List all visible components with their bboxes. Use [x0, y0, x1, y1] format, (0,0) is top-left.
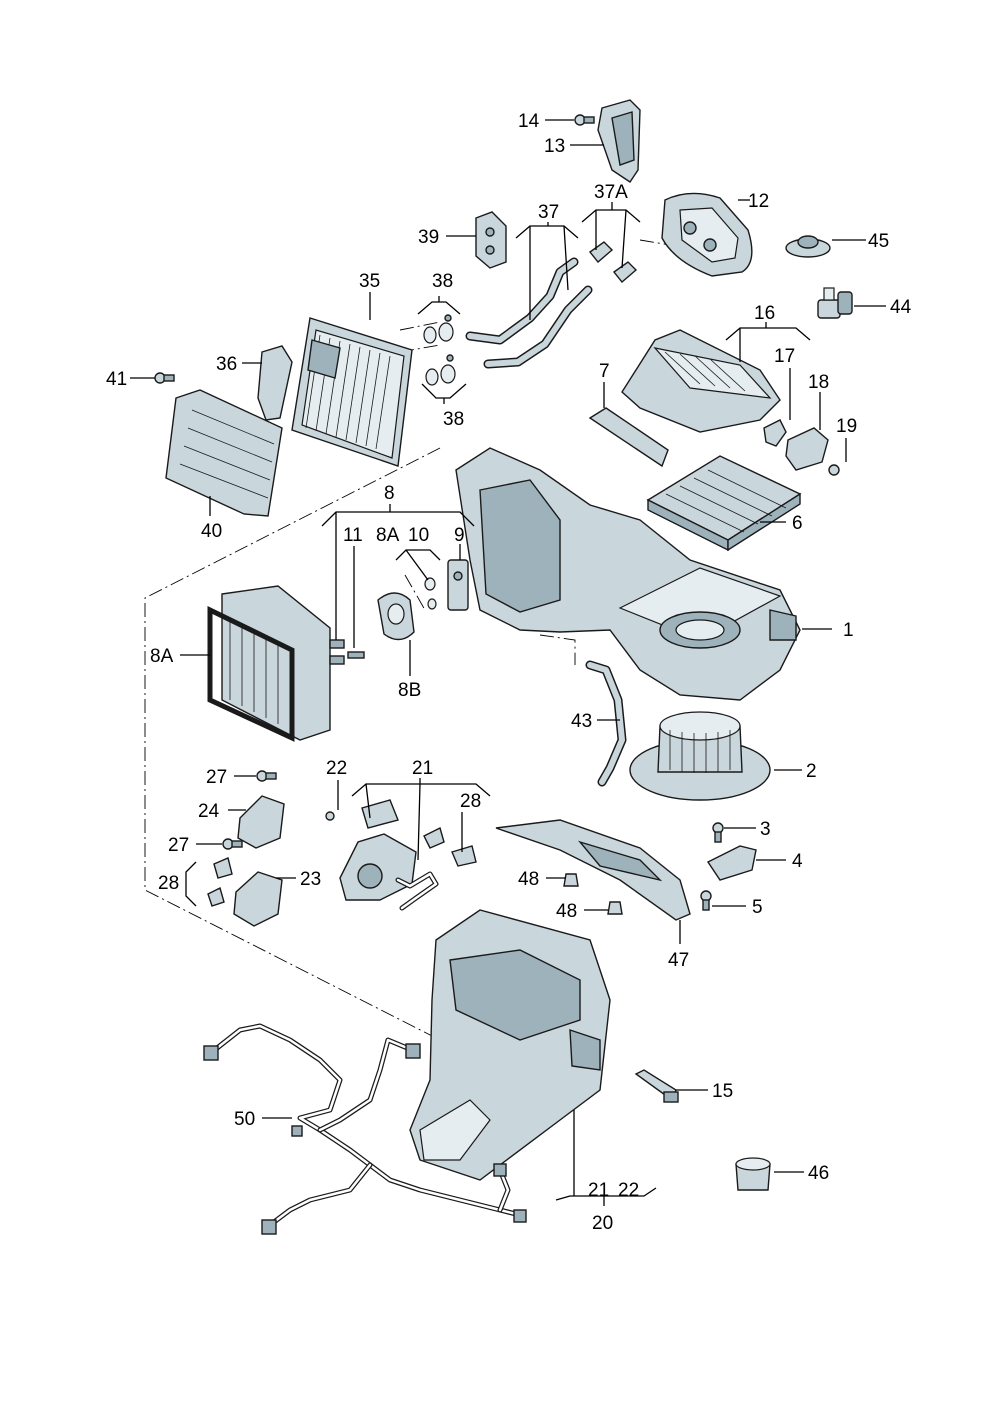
part-16-housing	[621, 329, 781, 433]
part-13-bracket	[597, 99, 641, 183]
label-22-bottom: 22	[618, 1180, 639, 1201]
part-10-orings	[424, 577, 437, 610]
label-1: 1	[843, 620, 854, 641]
label-27-top: 27	[206, 767, 227, 788]
label-37: 37	[538, 202, 559, 223]
part-35-heater-core	[291, 317, 413, 467]
part-47-cover	[495, 819, 691, 921]
part-45-grommet	[785, 235, 831, 258]
label-46: 46	[808, 1163, 829, 1184]
part-5-screw	[700, 890, 712, 911]
label-40: 40	[201, 521, 222, 542]
part-11-screw	[347, 651, 365, 659]
label-43: 43	[571, 711, 592, 732]
part-23-actuator	[233, 871, 283, 927]
label-18: 18	[808, 372, 829, 393]
part-17-clip	[763, 419, 787, 447]
label-24: 24	[198, 801, 220, 822]
label-50: 50	[234, 1109, 255, 1130]
label-11: 11	[343, 525, 363, 546]
part-24-actuator	[237, 795, 285, 849]
label-21-top: 21	[412, 758, 433, 779]
label-7: 7	[599, 361, 610, 382]
label-28-left: 28	[158, 873, 179, 894]
label-47: 47	[668, 950, 689, 971]
part-3-screw	[712, 822, 724, 843]
part-18-actuator	[785, 427, 829, 471]
part-22-screw	[325, 811, 335, 821]
label-38-bottom: 38	[443, 409, 464, 430]
label-41: 41	[106, 369, 127, 390]
part-43-drain-hose	[585, 660, 627, 787]
part-28-clip-right	[423, 826, 477, 867]
label-8: 8	[384, 483, 395, 504]
label-17: 17	[774, 346, 795, 367]
part-37-ac-lines	[465, 257, 593, 369]
label-16: 16	[754, 303, 775, 324]
part-20-heater-box	[409, 909, 611, 1181]
part-7-flap	[588, 407, 669, 468]
label-14: 14	[518, 111, 540, 132]
label-9: 9	[454, 525, 465, 546]
label-38-top: 38	[432, 271, 453, 292]
part-41-screw	[154, 372, 175, 384]
label-13: 13	[544, 136, 565, 157]
label-8a-left: 8A	[150, 646, 174, 667]
part-46-cap	[735, 1157, 771, 1191]
part-8b-seal	[377, 592, 415, 641]
part-1-main-housing	[455, 447, 801, 701]
part-50-wiring-harness	[203, 1023, 527, 1235]
label-10: 10	[408, 525, 429, 546]
callout-labels: 1 2 3 4 5 6 7 8 8A 8A 8B 9 10 11 12 13 1…	[106, 111, 912, 1234]
part-39-block	[475, 211, 507, 269]
label-15: 15	[712, 1081, 733, 1102]
part-21-actuator	[339, 799, 439, 911]
label-19: 19	[836, 416, 857, 437]
label-48-top: 48	[518, 869, 539, 890]
label-21-bottom: 21	[588, 1180, 609, 1201]
label-23: 23	[300, 869, 321, 890]
part-14-screw	[574, 114, 595, 126]
part-28-clip-left	[207, 857, 233, 907]
label-20: 20	[592, 1213, 613, 1234]
label-8b: 8B	[398, 680, 421, 701]
label-45: 45	[868, 231, 889, 252]
label-44: 44	[890, 297, 912, 318]
label-6: 6	[792, 513, 803, 534]
part-4-cover	[706, 845, 757, 881]
label-48-bottom: 48	[556, 901, 577, 922]
part-2-blower-motor	[629, 711, 771, 801]
part-19-screw	[828, 464, 840, 476]
part-40-frame	[165, 389, 283, 517]
part-9-expansion-valve	[447, 559, 469, 611]
label-37a: 37A	[594, 182, 628, 203]
label-12: 12	[748, 191, 769, 212]
part-12-gasket	[661, 192, 753, 277]
part-48-clip-top	[563, 873, 579, 887]
part-36-bracket	[257, 345, 293, 421]
label-8a-top: 8A	[376, 525, 400, 546]
label-5: 5	[752, 897, 763, 918]
part-6-pollen-filter	[646, 455, 802, 552]
part-37a-connectors	[588, 241, 638, 284]
part-38-seals	[423, 314, 456, 386]
part-15-sensor	[634, 1069, 679, 1103]
label-39: 39	[418, 227, 439, 248]
part-44-sensor	[817, 287, 853, 319]
part-8a-evaporator	[207, 585, 345, 742]
label-3: 3	[760, 819, 771, 840]
label-36: 36	[216, 354, 237, 375]
label-27-bottom: 27	[168, 835, 189, 856]
label-22-top: 22	[326, 758, 347, 779]
label-35: 35	[359, 271, 380, 292]
label-2: 2	[806, 761, 817, 782]
label-4: 4	[792, 851, 803, 872]
part-27-screw-top	[256, 770, 277, 782]
label-28-right: 28	[460, 791, 481, 812]
part-48-clip-bottom	[607, 901, 623, 915]
leader-lines	[130, 119, 886, 1206]
part-27-screw-bottom	[222, 838, 243, 850]
